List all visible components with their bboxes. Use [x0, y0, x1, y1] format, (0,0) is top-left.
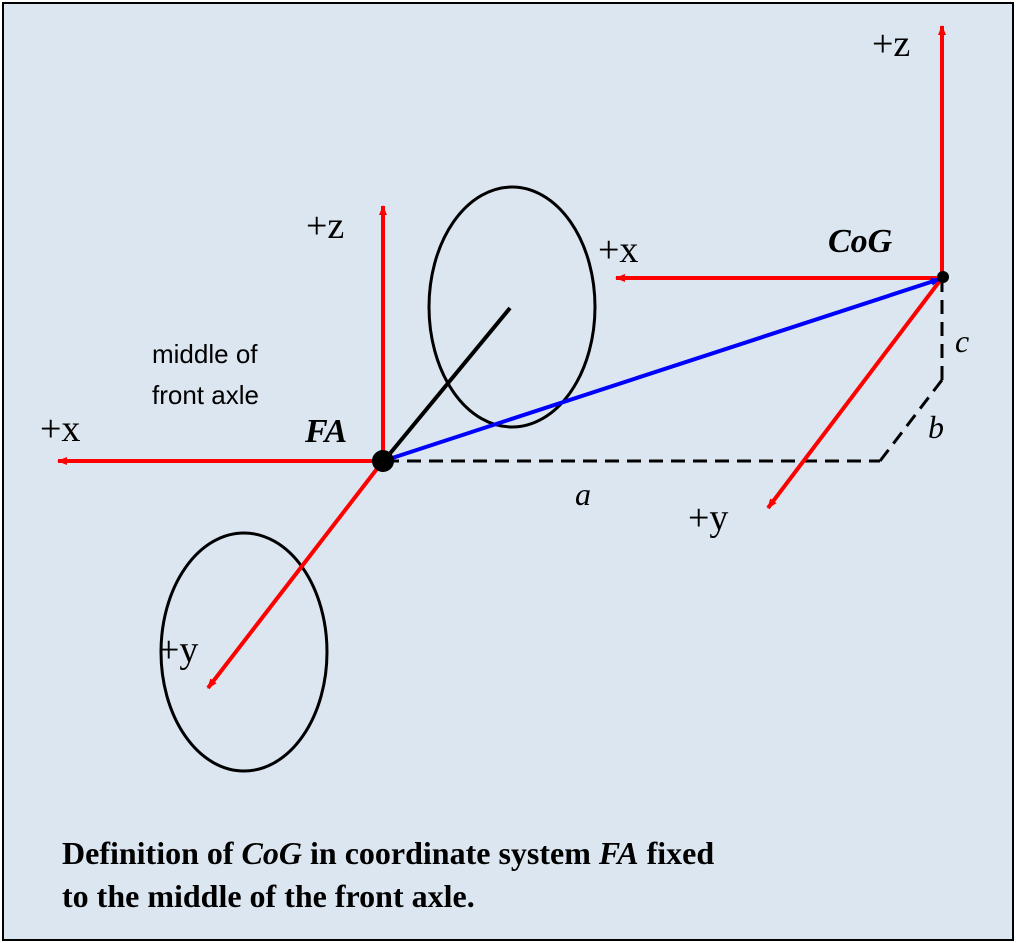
cog-point-label: CoG [828, 223, 893, 260]
front-wheel-ellipse [159, 531, 329, 773]
fa-point-label: FA [304, 413, 347, 450]
caption-fa-term: FA [598, 835, 639, 871]
caption-line-1: Definition of CoG in coordinate system F… [62, 832, 982, 875]
middle-of-front-axle-line2: front axle [152, 380, 259, 410]
dimension-a-label: a [575, 476, 591, 512]
dimension-b-label: b [928, 409, 944, 445]
middle-of-front-axle-line1: middle of [152, 339, 258, 369]
fa-y-label: +y [158, 629, 198, 671]
cog-point-dot [937, 271, 949, 283]
cog-y-axis-arrow [766, 276, 944, 510]
cog-x-label: +x [598, 229, 638, 271]
axle-line [381, 306, 512, 464]
caption-line-2: to the middle of the front axle. [62, 878, 475, 914]
dimension-c-label: c [955, 323, 969, 359]
fa-z-label: +z [306, 205, 344, 247]
dimension-b-line [878, 379, 944, 462]
fa-y-axis-arrow [206, 459, 385, 690]
rear-wheel-ellipse [427, 185, 597, 429]
caption-cog-term: CoG [241, 835, 302, 871]
caption-text-1: Definition of [62, 835, 242, 871]
caption-text-2: in coordinate system [302, 835, 599, 871]
fa-x-label: +x [40, 408, 80, 450]
diagram-caption: Definition of CoG in coordinate system F… [62, 832, 982, 918]
caption-text-3: fixed [638, 835, 715, 871]
fa-point-dot [372, 450, 394, 472]
cog-z-label: +z [872, 23, 910, 65]
position-vector-arrow [382, 277, 941, 463]
cog-y-label: +y [688, 497, 728, 539]
